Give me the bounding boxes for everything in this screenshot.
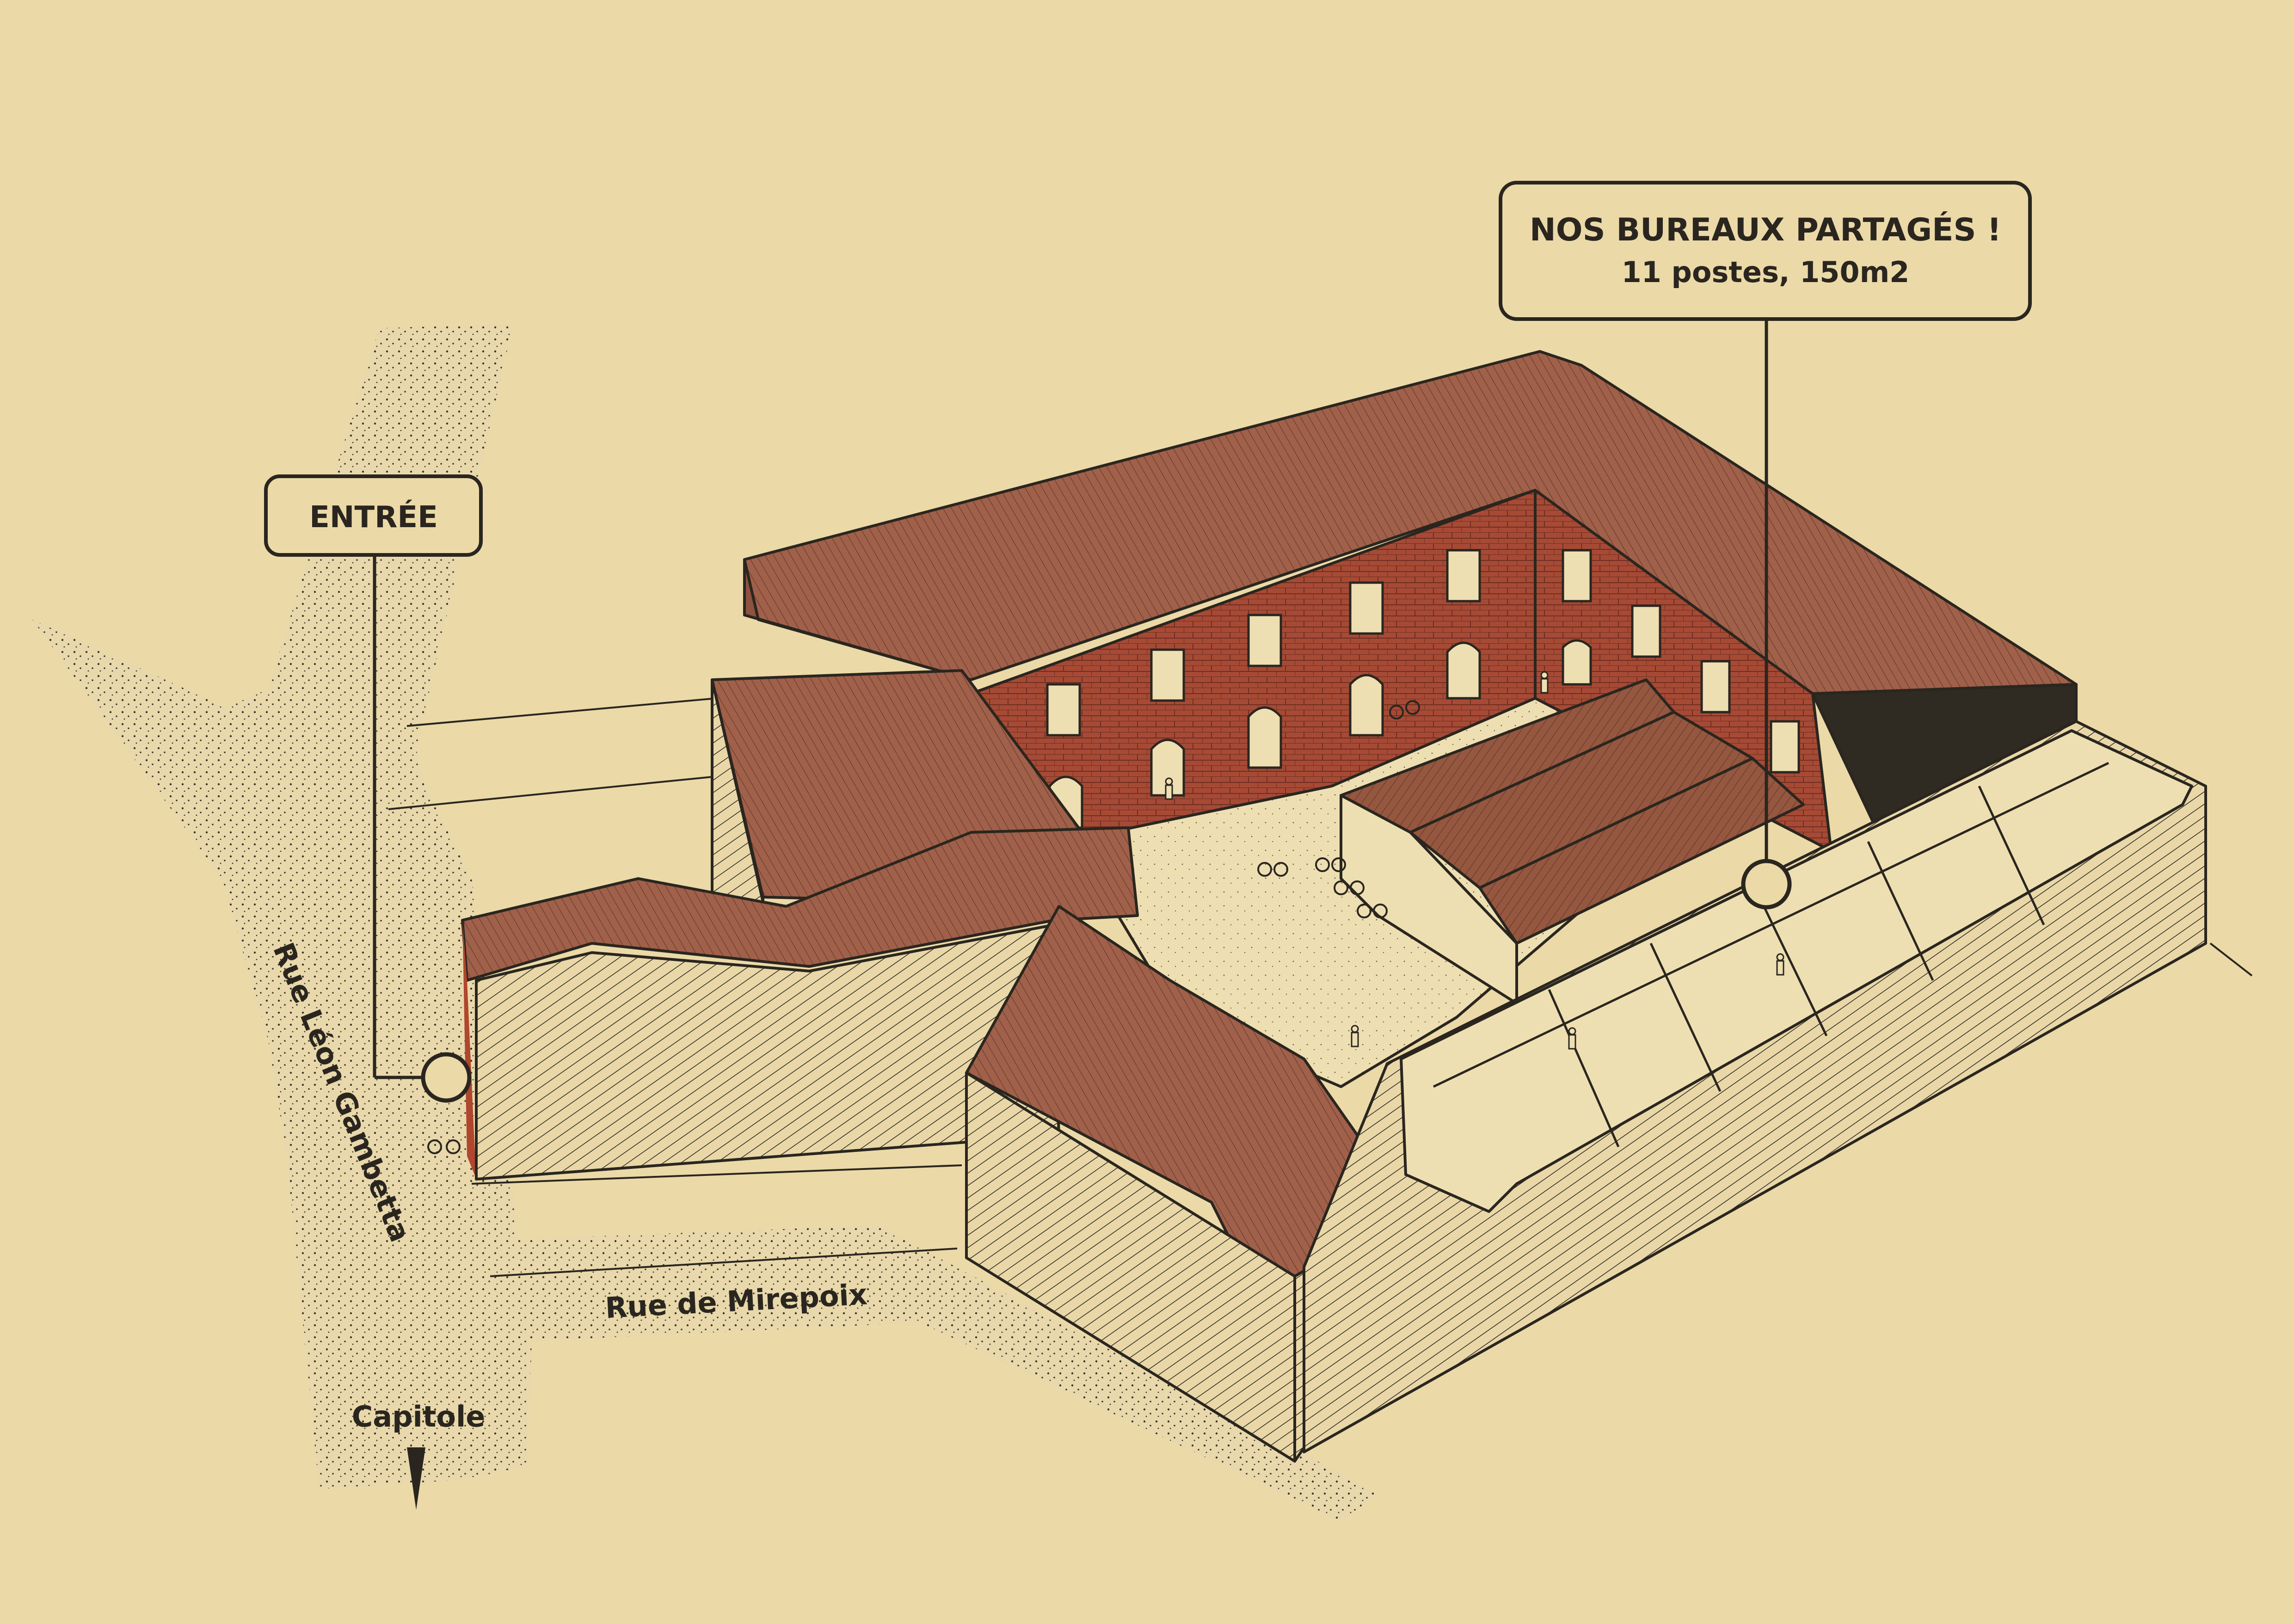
offices-label-box — [1499, 181, 2032, 321]
direction-label-capitole: Capitole — [352, 1400, 486, 1433]
person-icon — [1540, 671, 1549, 694]
facade-windows — [1046, 549, 1800, 829]
bicycle-icon — [427, 1139, 461, 1154]
south-arrow-icon — [407, 1447, 425, 1510]
entrance-label-box — [264, 474, 483, 557]
shared-offices — [1303, 720, 2207, 1453]
person-icon — [1568, 1027, 1576, 1050]
streets — [32, 324, 1378, 1521]
street-area — [32, 324, 1378, 1521]
location-marker-icon — [1741, 859, 1792, 910]
person-icon — [1351, 1025, 1359, 1047]
bicycle-icon — [1334, 880, 1365, 895]
offices-subtitle: 11 postes, 150m2 — [1622, 255, 1910, 289]
people — [1165, 671, 1784, 1050]
bicycle-icon — [1257, 862, 1288, 877]
bicycle-icon — [1315, 857, 1346, 872]
location-marker-icon — [421, 1052, 472, 1103]
entrance-callout: ENTRÉE — [264, 474, 483, 1103]
entrance-label: ENTRÉE — [309, 499, 438, 535]
bicycles — [427, 700, 1420, 1154]
entrance-building — [461, 669, 1139, 1184]
sheds — [1340, 678, 1805, 1005]
plot-lines — [388, 697, 2253, 1277]
person-icon — [1776, 953, 1784, 976]
bicycle-icon — [1389, 700, 1420, 720]
main-roof — [743, 350, 2078, 852]
bicycle-icon — [1357, 904, 1388, 918]
offices-callout: NOS BUREAUX PARTAGÉS ! 11 postes, 150m2 — [1499, 181, 2032, 910]
person-icon — [1165, 777, 1173, 800]
offices-title: NOS BUREAUX PARTAGÉS ! — [1530, 211, 2001, 248]
